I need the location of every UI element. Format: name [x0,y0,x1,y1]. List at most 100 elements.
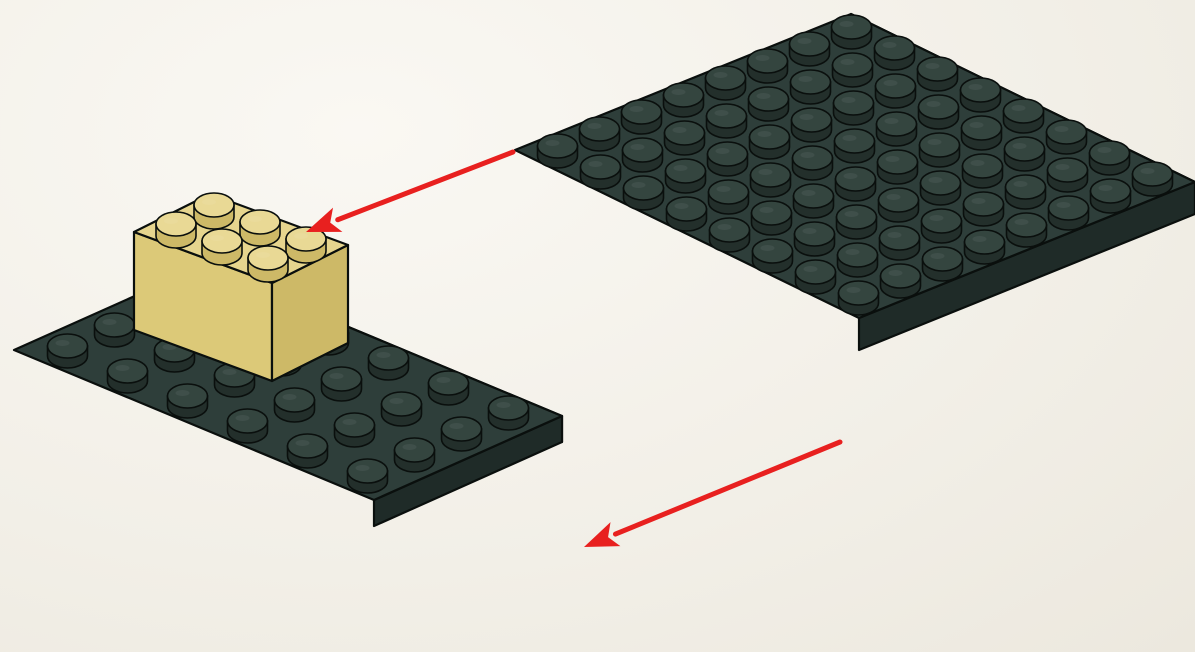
arrow-shaft [338,152,513,220]
stud [923,247,963,281]
stud-top [839,281,879,305]
stud-highlight [930,215,944,221]
stud-top [881,264,921,288]
stud-top [288,434,328,458]
stud-top [710,218,750,242]
stud [839,281,879,315]
stud-highlight [971,160,985,166]
stud-top [753,239,793,263]
stud-highlight [1099,185,1113,191]
stud-highlight [926,63,940,69]
stud [489,396,529,430]
stud-top [876,74,916,98]
stud [1005,137,1045,171]
stud [838,243,878,277]
stud-top [1133,162,1173,186]
stud [1047,120,1087,154]
stud [1006,175,1046,209]
stud [667,197,707,231]
stud-highlight [846,249,860,255]
stud [1048,158,1088,192]
stud [919,95,959,129]
stud-top [1004,99,1044,123]
stud-highlight [969,84,983,90]
stud-highlight [888,232,902,238]
stud-highlight [675,203,689,209]
stud-top [707,104,747,128]
stud-highlight [800,114,814,120]
stud-top [369,346,409,370]
stud-highlight [1057,202,1071,208]
stud [1049,196,1089,230]
stud [369,346,409,380]
stud-top [581,155,621,179]
stud [624,176,664,210]
stud-highlight [1141,168,1155,174]
stud-top [838,243,878,267]
stud-top [795,222,835,246]
stud-top [666,159,706,183]
stud-highlight [283,394,297,400]
stud-top [248,246,288,270]
stud-highlight [886,156,900,162]
stud-highlight [887,194,901,200]
stud [580,117,620,151]
stud-top [489,396,529,420]
stud [961,78,1001,112]
stud [793,146,833,180]
stud-top [792,108,832,132]
stud [709,180,749,214]
stud-top [395,438,435,462]
stud [322,367,362,401]
arrow-to-brick [306,152,513,232]
stud-top [1047,120,1087,144]
stud [833,53,873,87]
stud-top [322,367,362,391]
stud-highlight [236,415,250,421]
stud-highlight [841,59,855,65]
stud-highlight [803,228,817,234]
stud-highlight [1056,164,1070,170]
stud-highlight [546,140,560,146]
stud-top [748,49,788,73]
stud-top [923,247,963,271]
stud-top [1049,196,1089,220]
stud-highlight [294,233,308,239]
stud-top [1091,179,1131,203]
stud-highlight [760,207,774,213]
stud [168,384,208,418]
stud-highlight [497,402,511,408]
stud-highlight [356,465,370,471]
stud [288,434,328,468]
stud-top [878,150,918,174]
brick-stud [194,193,234,229]
stud-top [706,66,746,90]
stud-top [793,146,833,170]
stud [750,125,790,159]
stud-highlight [928,139,942,145]
stud [922,209,962,243]
stud-top [228,409,268,433]
stud-top [275,388,315,412]
stud [792,108,832,142]
stud [918,57,958,91]
stud-highlight [756,55,770,61]
stud [442,417,482,451]
stud-top [664,83,704,107]
stud-top [335,413,375,437]
stud-top [538,134,578,158]
stud-top [1048,158,1088,182]
stud-top [751,163,791,187]
stud-top [1006,175,1046,199]
stud [964,192,1004,226]
stud-top [965,230,1005,254]
stud-top [1090,141,1130,165]
stud-highlight [885,118,899,124]
stud-highlight [674,165,688,171]
stud [878,150,918,184]
stud [622,100,662,134]
stud-top [168,384,208,408]
stud-highlight [931,253,945,259]
stud-top [382,392,422,416]
